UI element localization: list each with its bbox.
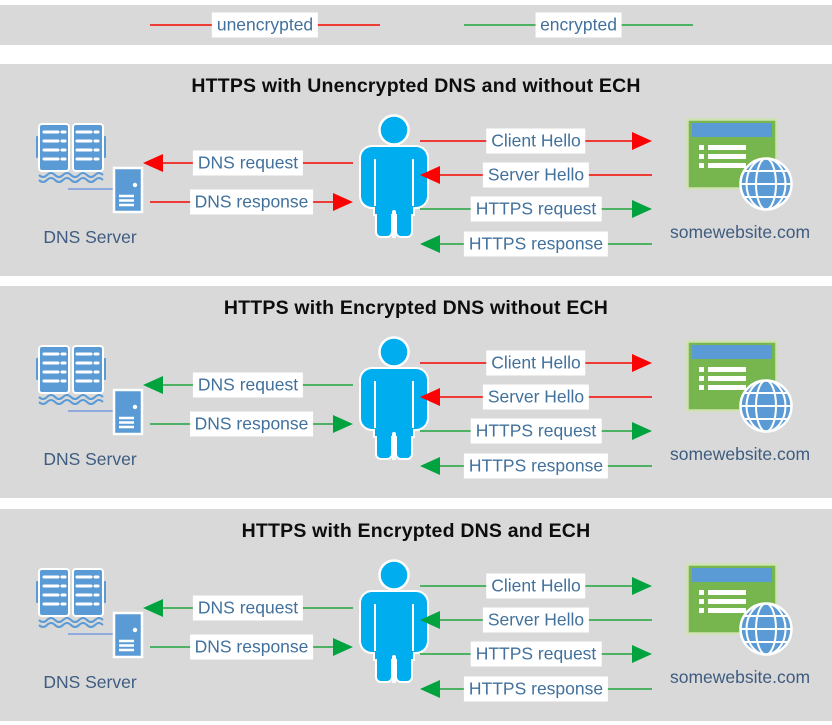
- arrow-label: HTTPS response: [463, 453, 609, 479]
- arrow-label: DNS request: [192, 372, 304, 398]
- arrowhead-icon: [420, 457, 440, 475]
- arrow-label: DNS response: [189, 634, 314, 660]
- dns-connector-line: [68, 410, 116, 412]
- arrowhead-icon: [632, 422, 652, 440]
- arrowhead-icon: [632, 577, 652, 595]
- client-hello-arrow: Client Hello: [420, 349, 652, 377]
- globe-icon: [739, 602, 793, 656]
- arrowhead-icon: [632, 200, 652, 218]
- scenario-panel: HTTPS with Unencrypted DNS and without E…: [0, 64, 832, 276]
- legend-item-unencrypted: unencrypted: [150, 11, 380, 39]
- dns-request-arrow: DNS request: [143, 594, 353, 622]
- https-request-arrow: HTTPS request: [420, 195, 652, 223]
- arrowhead-icon: [143, 599, 163, 617]
- client-hello-arrow: Client Hello: [420, 127, 652, 155]
- arrowhead-icon: [632, 645, 652, 663]
- globe-icon: [739, 157, 793, 211]
- dns-response-arrow: DNS response: [150, 633, 353, 661]
- legend-label-unencrypted: unencrypted: [211, 12, 319, 38]
- website-label: somewebsite.com: [669, 222, 811, 242]
- arrowhead-icon: [333, 193, 353, 211]
- https-response-arrow: HTTPS response: [420, 230, 652, 258]
- website-window-icon: [686, 118, 778, 190]
- dns-connector-line: [68, 188, 116, 190]
- dns-book-icon: [36, 345, 106, 405]
- dns-tower-icon: [112, 611, 144, 659]
- https-request-arrow: HTTPS request: [420, 417, 652, 445]
- user-icon: [359, 336, 429, 460]
- dns-tower-icon: [112, 166, 144, 214]
- arrowhead-icon: [333, 415, 353, 433]
- scenario-panel: HTTPS with Encrypted DNS and ECH: [0, 509, 832, 721]
- arrowhead-icon: [420, 166, 440, 184]
- arrow-label: DNS response: [189, 411, 314, 437]
- scenario-panel: HTTPS with Encrypted DNS without ECH: [0, 286, 832, 498]
- dns-book-icon: [36, 568, 106, 628]
- arrow-label: DNS request: [192, 150, 304, 176]
- dns-server-label: DNS Server: [43, 449, 137, 469]
- arrow-label: HTTPS response: [463, 231, 609, 257]
- arrow-label: Client Hello: [486, 128, 586, 154]
- arrowhead-icon: [420, 680, 440, 698]
- arrow-label: HTTPS request: [470, 196, 602, 222]
- arrow-label: HTTPS response: [463, 676, 609, 702]
- arrow-label: Server Hello: [482, 607, 590, 633]
- arrow-label: Server Hello: [482, 384, 590, 410]
- panel-title: HTTPS with Encrypted DNS without ECH: [223, 297, 609, 319]
- https-request-arrow: HTTPS request: [420, 640, 652, 668]
- https-response-arrow: HTTPS response: [420, 452, 652, 480]
- user-icon: [359, 559, 429, 683]
- arrow-label: Client Hello: [486, 573, 586, 599]
- arrow-label: Client Hello: [486, 350, 586, 376]
- arrowhead-icon: [143, 376, 163, 394]
- website-label: somewebsite.com: [669, 667, 811, 687]
- legend-label-encrypted: encrypted: [535, 12, 622, 38]
- globe-icon: [739, 379, 793, 433]
- server-hello-arrow: Server Hello: [420, 606, 652, 634]
- dns-server-label: DNS Server: [43, 672, 137, 692]
- dns-request-arrow: DNS request: [143, 371, 353, 399]
- server-hello-arrow: Server Hello: [420, 383, 652, 411]
- dns-request-arrow: DNS request: [143, 149, 353, 177]
- dns-tower-icon: [112, 388, 144, 436]
- arrowhead-icon: [143, 154, 163, 172]
- arrowhead-icon: [420, 235, 440, 253]
- panel-title: HTTPS with Unencrypted DNS and without E…: [191, 75, 641, 97]
- https-response-arrow: HTTPS response: [420, 675, 652, 703]
- client-hello-arrow: Client Hello: [420, 572, 652, 600]
- panel-title: HTTPS with Encrypted DNS and ECH: [241, 520, 591, 542]
- dns-response-arrow: DNS response: [150, 188, 353, 216]
- arrowhead-icon: [632, 132, 652, 150]
- arrow-label: Server Hello: [482, 162, 590, 188]
- arrow-label: HTTPS request: [470, 418, 602, 444]
- legend-bar: unencrypted encrypted: [0, 5, 832, 45]
- dns-server-label: DNS Server: [43, 227, 137, 247]
- website-label: somewebsite.com: [669, 444, 811, 464]
- server-hello-arrow: Server Hello: [420, 161, 652, 189]
- legend-item-encrypted: encrypted: [464, 11, 693, 39]
- arrowhead-icon: [420, 388, 440, 406]
- dns-response-arrow: DNS response: [150, 410, 353, 438]
- arrow-label: DNS request: [192, 595, 304, 621]
- dns-connector-line: [68, 633, 116, 635]
- arrow-label: DNS response: [189, 189, 314, 215]
- arrowhead-icon: [333, 638, 353, 656]
- dns-book-icon: [36, 123, 106, 183]
- arrowhead-icon: [420, 611, 440, 629]
- arrow-label: HTTPS request: [470, 641, 602, 667]
- arrowhead-icon: [632, 354, 652, 372]
